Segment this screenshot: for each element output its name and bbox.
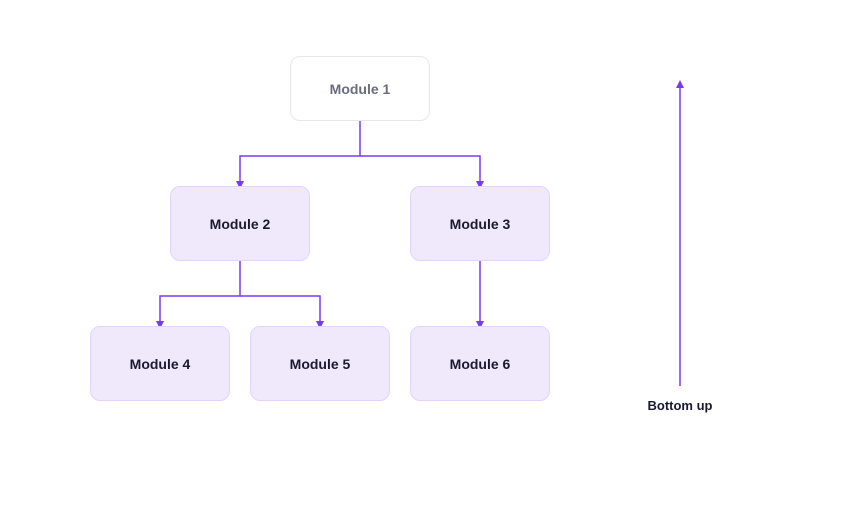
module-4-node: Module 4 bbox=[90, 326, 230, 401]
edge-module2-to-module5 bbox=[240, 295, 324, 329]
module-6-node: Module 6 bbox=[410, 326, 550, 401]
module-5-node: Module 5 bbox=[250, 326, 390, 401]
module-1-node: Module 1 bbox=[290, 56, 430, 121]
module-4-label: Module 4 bbox=[129, 355, 191, 372]
edge-module2-to-module4 bbox=[156, 261, 241, 329]
module-2-node: Module 2 bbox=[170, 186, 310, 261]
direction-label: Bottom up bbox=[647, 398, 713, 413]
module-2-label: Module 2 bbox=[209, 215, 271, 232]
module-1-label: Module 1 bbox=[329, 80, 391, 97]
module-3-node: Module 3 bbox=[410, 186, 550, 261]
edge-module1-to-module3 bbox=[360, 155, 484, 189]
edge-module1-to-module2 bbox=[236, 121, 361, 189]
module-6-label: Module 6 bbox=[449, 355, 511, 372]
module-5-label: Module 5 bbox=[289, 355, 351, 372]
module-3-label: Module 3 bbox=[449, 215, 511, 232]
